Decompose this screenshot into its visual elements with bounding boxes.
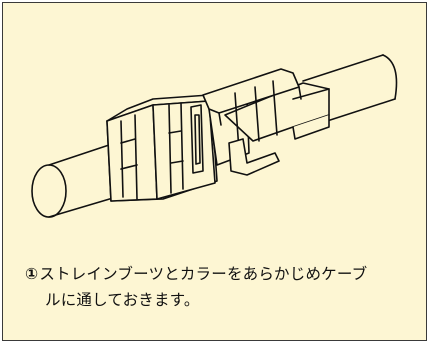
step-instruction: ①ストレインブーツとカラーをあらかじめケーブ ルに通しておきます。 <box>25 261 420 313</box>
step-text-line-2: ルに通しておきます。 <box>45 291 200 309</box>
collar <box>202 68 330 176</box>
step-number-badge: ① <box>25 265 39 283</box>
step-text-line-1: ストレインブーツとカラーをあらかじめケーブ <box>39 265 368 283</box>
strain-boot <box>106 94 218 202</box>
cable <box>31 54 398 218</box>
instruction-panel: ①ストレインブーツとカラーをあらかじめケーブ ルに通しておきます。 <box>2 2 427 341</box>
cable-boot-collar-illustration <box>31 54 398 218</box>
step-line-1: ①ストレインブーツとカラーをあらかじめケーブ <box>25 261 420 287</box>
